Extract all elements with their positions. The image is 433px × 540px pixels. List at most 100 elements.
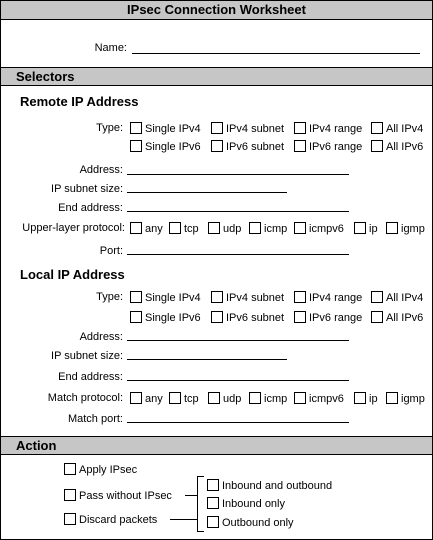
selectors-section-header: Selectors	[1, 67, 432, 86]
checkbox[interactable]	[130, 291, 142, 303]
checkbox[interactable]	[130, 122, 142, 134]
direction-inbound-and-outbound[interactable]: Inbound and outbound	[207, 479, 332, 493]
local-port-label: Match port:	[67, 413, 123, 425]
remote-protocol-udp[interactable]: udp	[208, 222, 241, 236]
worksheet-title: IPsec Connection Worksheet	[1, 1, 432, 20]
checkbox[interactable]	[130, 222, 142, 234]
remote-end-address-field[interactable]	[127, 211, 349, 212]
checkbox[interactable]	[371, 311, 383, 323]
checkbox[interactable]	[64, 489, 76, 501]
remote-end-address-label: End address:	[58, 202, 123, 214]
local-end-address-field[interactable]	[127, 380, 349, 381]
action-apply-ipsec[interactable]: Apply IPsec	[64, 463, 137, 477]
local-type-single-ipv4[interactable]: Single IPv4	[130, 291, 201, 305]
checkbox[interactable]	[211, 311, 223, 323]
direction-outbound-only[interactable]: Outbound only	[207, 516, 294, 530]
remote-type-ipv4-range[interactable]: IPv4 range	[294, 122, 362, 136]
connector-bracket	[197, 476, 198, 532]
connector-line	[197, 531, 204, 532]
checkbox[interactable]	[294, 122, 306, 134]
direction-inbound-only[interactable]: Inbound only	[207, 497, 285, 511]
checkbox[interactable]	[294, 140, 306, 152]
checkbox[interactable]	[208, 222, 220, 234]
checkbox[interactable]	[371, 122, 383, 134]
remote-ip-heading: Remote IP Address	[20, 94, 139, 109]
checkbox[interactable]	[64, 463, 76, 475]
remote-type-single-ipv4[interactable]: Single IPv4	[130, 122, 201, 136]
checkbox[interactable]	[211, 122, 223, 134]
checkbox[interactable]	[207, 516, 219, 528]
connector-line	[197, 476, 204, 477]
remote-protocol-tcp[interactable]: tcp	[169, 222, 199, 236]
remote-protocol-any[interactable]: any	[130, 222, 163, 236]
local-protocol-any[interactable]: any	[130, 392, 163, 406]
local-protocol-ip[interactable]: ip	[354, 392, 378, 406]
local-type-ipv4-subnet[interactable]: IPv4 subnet	[211, 291, 284, 305]
local-protocol-icmp[interactable]: icmp	[249, 392, 287, 406]
checkbox[interactable]	[211, 140, 223, 152]
remote-protocol-ip[interactable]: ip	[354, 222, 378, 236]
remote-type-all-ipv4[interactable]: All IPv4	[371, 122, 423, 136]
checkbox[interactable]	[371, 291, 383, 303]
remote-subnet-field[interactable]	[127, 192, 287, 193]
remote-protocol-igmp[interactable]: igmp	[386, 222, 425, 236]
checkbox[interactable]	[294, 392, 306, 404]
local-type-ipv4-range[interactable]: IPv4 range	[294, 291, 362, 305]
local-protocol-igmp[interactable]: igmp	[386, 392, 425, 406]
connector-line	[185, 495, 198, 496]
checkbox[interactable]	[294, 311, 306, 323]
local-type-single-ipv6[interactable]: Single IPv6	[130, 311, 201, 325]
name-field[interactable]	[132, 53, 420, 54]
local-subnet-label: IP subnet size:	[51, 350, 123, 362]
checkbox[interactable]	[169, 222, 181, 234]
checkbox[interactable]	[211, 291, 223, 303]
action-section-header: Action	[1, 436, 432, 455]
local-type-ipv6-subnet[interactable]: IPv6 subnet	[211, 311, 284, 325]
remote-type-ipv6-subnet[interactable]: IPv6 subnet	[211, 140, 284, 154]
local-address-field[interactable]	[127, 340, 349, 341]
remote-protocol-icmp[interactable]: icmp	[249, 222, 287, 236]
checkbox[interactable]	[354, 392, 366, 404]
checkbox[interactable]	[130, 311, 142, 323]
checkbox[interactable]	[386, 222, 398, 234]
connector-line	[170, 519, 198, 520]
remote-address-field[interactable]	[127, 174, 349, 175]
remote-type-ipv4-subnet[interactable]: IPv4 subnet	[211, 122, 284, 136]
remote-type-label: Type:	[96, 122, 123, 134]
remote-protocol-icmpv6[interactable]: icmpv6	[294, 222, 344, 236]
checkbox[interactable]	[130, 392, 142, 404]
checkbox[interactable]	[371, 140, 383, 152]
local-end-address-label: End address:	[58, 371, 123, 383]
local-type-all-ipv4[interactable]: All IPv4	[371, 291, 423, 305]
remote-port-field[interactable]	[127, 254, 349, 255]
local-type-all-ipv6[interactable]: All IPv6	[371, 311, 423, 325]
local-port-field[interactable]	[127, 422, 349, 423]
local-type-label: Type:	[96, 291, 123, 303]
remote-type-ipv6-range[interactable]: IPv6 range	[294, 140, 362, 154]
checkbox[interactable]	[208, 392, 220, 404]
checkbox[interactable]	[386, 392, 398, 404]
checkbox[interactable]	[249, 222, 261, 234]
local-protocol-tcp[interactable]: tcp	[169, 392, 199, 406]
checkbox[interactable]	[130, 140, 142, 152]
checkbox[interactable]	[354, 222, 366, 234]
checkbox[interactable]	[249, 392, 261, 404]
local-protocol-icmpv6[interactable]: icmpv6	[294, 392, 344, 406]
local-protocol-udp[interactable]: udp	[208, 392, 241, 406]
action-pass-without-ipsec[interactable]: Pass without IPsec	[64, 489, 172, 503]
remote-port-label: Port:	[99, 245, 123, 257]
remote-address-label: Address:	[79, 164, 123, 176]
local-type-ipv6-range[interactable]: IPv6 range	[294, 311, 362, 325]
remote-type-all-ipv6[interactable]: All IPv6	[371, 140, 423, 154]
checkbox[interactable]	[169, 392, 181, 404]
remote-type-single-ipv6[interactable]: Single IPv6	[130, 140, 201, 154]
local-subnet-field[interactable]	[127, 359, 287, 360]
checkbox[interactable]	[294, 222, 306, 234]
checkbox[interactable]	[64, 513, 76, 525]
checkbox[interactable]	[207, 479, 219, 491]
checkbox[interactable]	[207, 497, 219, 509]
remote-subnet-label: IP subnet size:	[51, 183, 123, 195]
checkbox[interactable]	[294, 291, 306, 303]
action-discard-packets[interactable]: Discard packets	[64, 513, 157, 527]
